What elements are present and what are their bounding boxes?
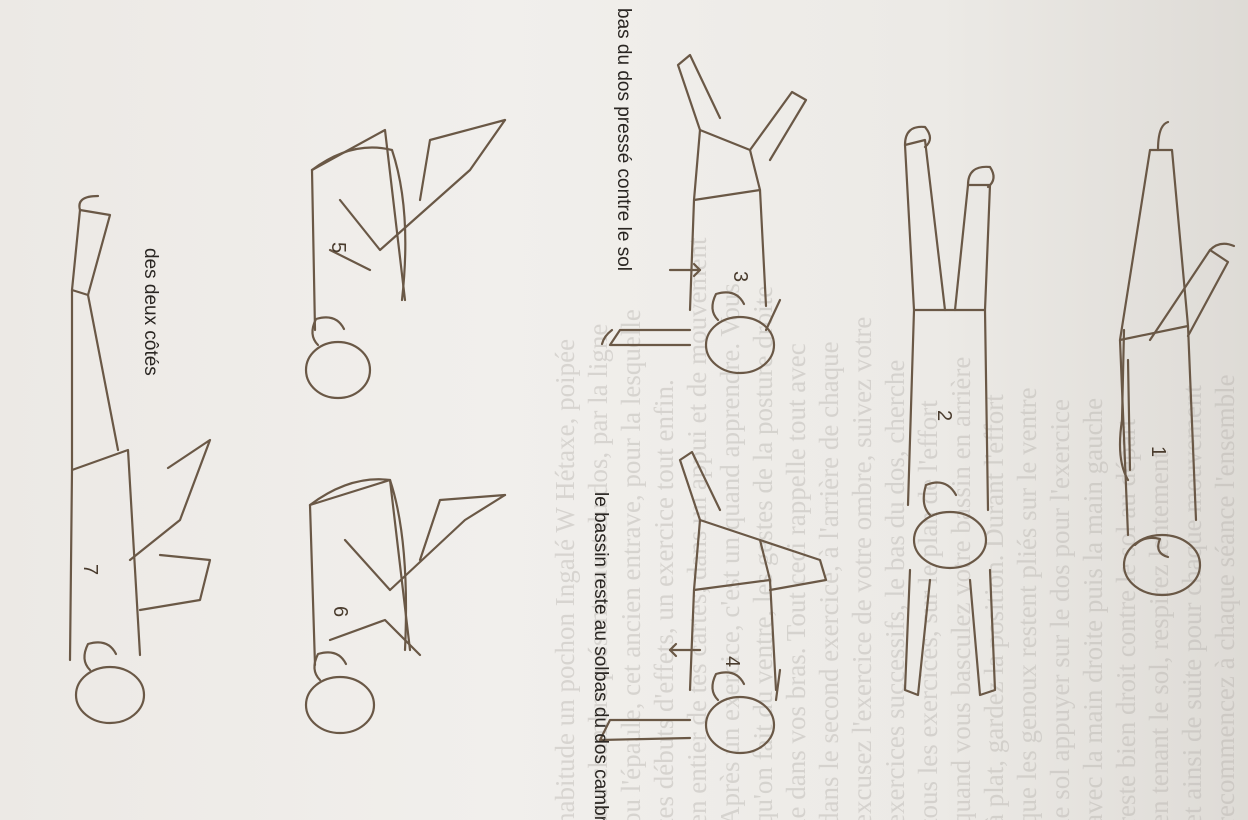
figure-number-7: 7 [78,564,101,575]
figure-number-6: 6 [328,606,351,617]
figure-number-5: 5 [326,242,349,253]
exercise-figure-1 [1120,122,1234,595]
figure-number-4: 4 [720,656,743,667]
figure-number-3: 3 [728,271,751,282]
caption-figure-7: des deux côtés [138,248,162,376]
exercise-figure-5 [306,120,505,398]
caption-figure-4: bas du dos cambré ; le bassin reste au s… [588,492,612,820]
caption-figure-4-line1: bas du dos cambré ; [588,671,612,820]
caption-figure-3: bas du dos pressé contre le sol [611,8,635,271]
figure-number-2: 2 [932,410,955,421]
exercise-figure-4 [600,452,826,753]
figure-number-1: 1 [1146,446,1169,457]
caption-figure-4-line2: le bassin reste au sol [588,492,612,671]
